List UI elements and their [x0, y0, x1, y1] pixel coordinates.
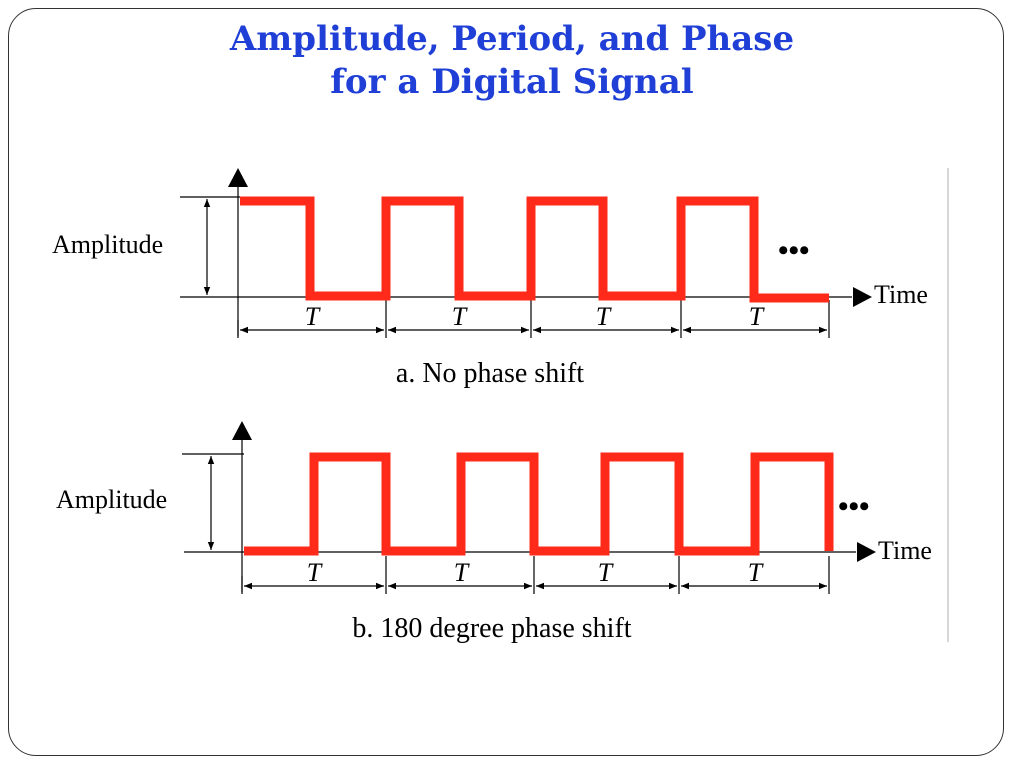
- period-label: T: [598, 558, 614, 587]
- continuation-dots: •••: [838, 490, 870, 523]
- time-label: Time: [874, 280, 928, 309]
- title-line-1: Amplitude, Period, and Phase: [229, 19, 795, 59]
- period-label: T: [748, 558, 764, 587]
- time-label: Time: [878, 536, 932, 565]
- amplitude-label: Amplitude: [56, 485, 167, 514]
- x-axis-arrow: [857, 542, 876, 562]
- period-labels: T T T T: [305, 302, 765, 331]
- period-ticks: [237, 300, 830, 338]
- diagram-b: Time Amplitude T T T T ••• b. 1: [56, 421, 932, 644]
- y-axis-arrow: [232, 421, 252, 440]
- period-label: T: [596, 302, 612, 331]
- period-label: T: [305, 302, 321, 331]
- x-axis-arrow: [853, 287, 872, 307]
- signal-waveform: [240, 196, 829, 303]
- period-labels: T T T T: [307, 558, 764, 587]
- period-ticks: [241, 556, 830, 594]
- caption: a. No phase shift: [396, 358, 584, 389]
- amplitude-label: Amplitude: [52, 230, 163, 259]
- period-label: T: [307, 558, 323, 587]
- title-line-2: for a Digital Signal: [330, 62, 694, 102]
- diagram-a: Time Amplitude T T T T ••• a. N: [52, 168, 928, 389]
- slide-frame: [8, 8, 1004, 756]
- period-label: T: [452, 302, 468, 331]
- period-label: T: [749, 302, 765, 331]
- continuation-dots: •••: [778, 234, 810, 267]
- slide-title: Amplitude, Period, and Phase for a Digit…: [0, 18, 1024, 104]
- y-axis-arrow: [228, 168, 248, 187]
- period-label: T: [454, 558, 470, 587]
- signal-waveform: [244, 452, 834, 556]
- caption: b. 180 degree phase shift: [352, 613, 631, 644]
